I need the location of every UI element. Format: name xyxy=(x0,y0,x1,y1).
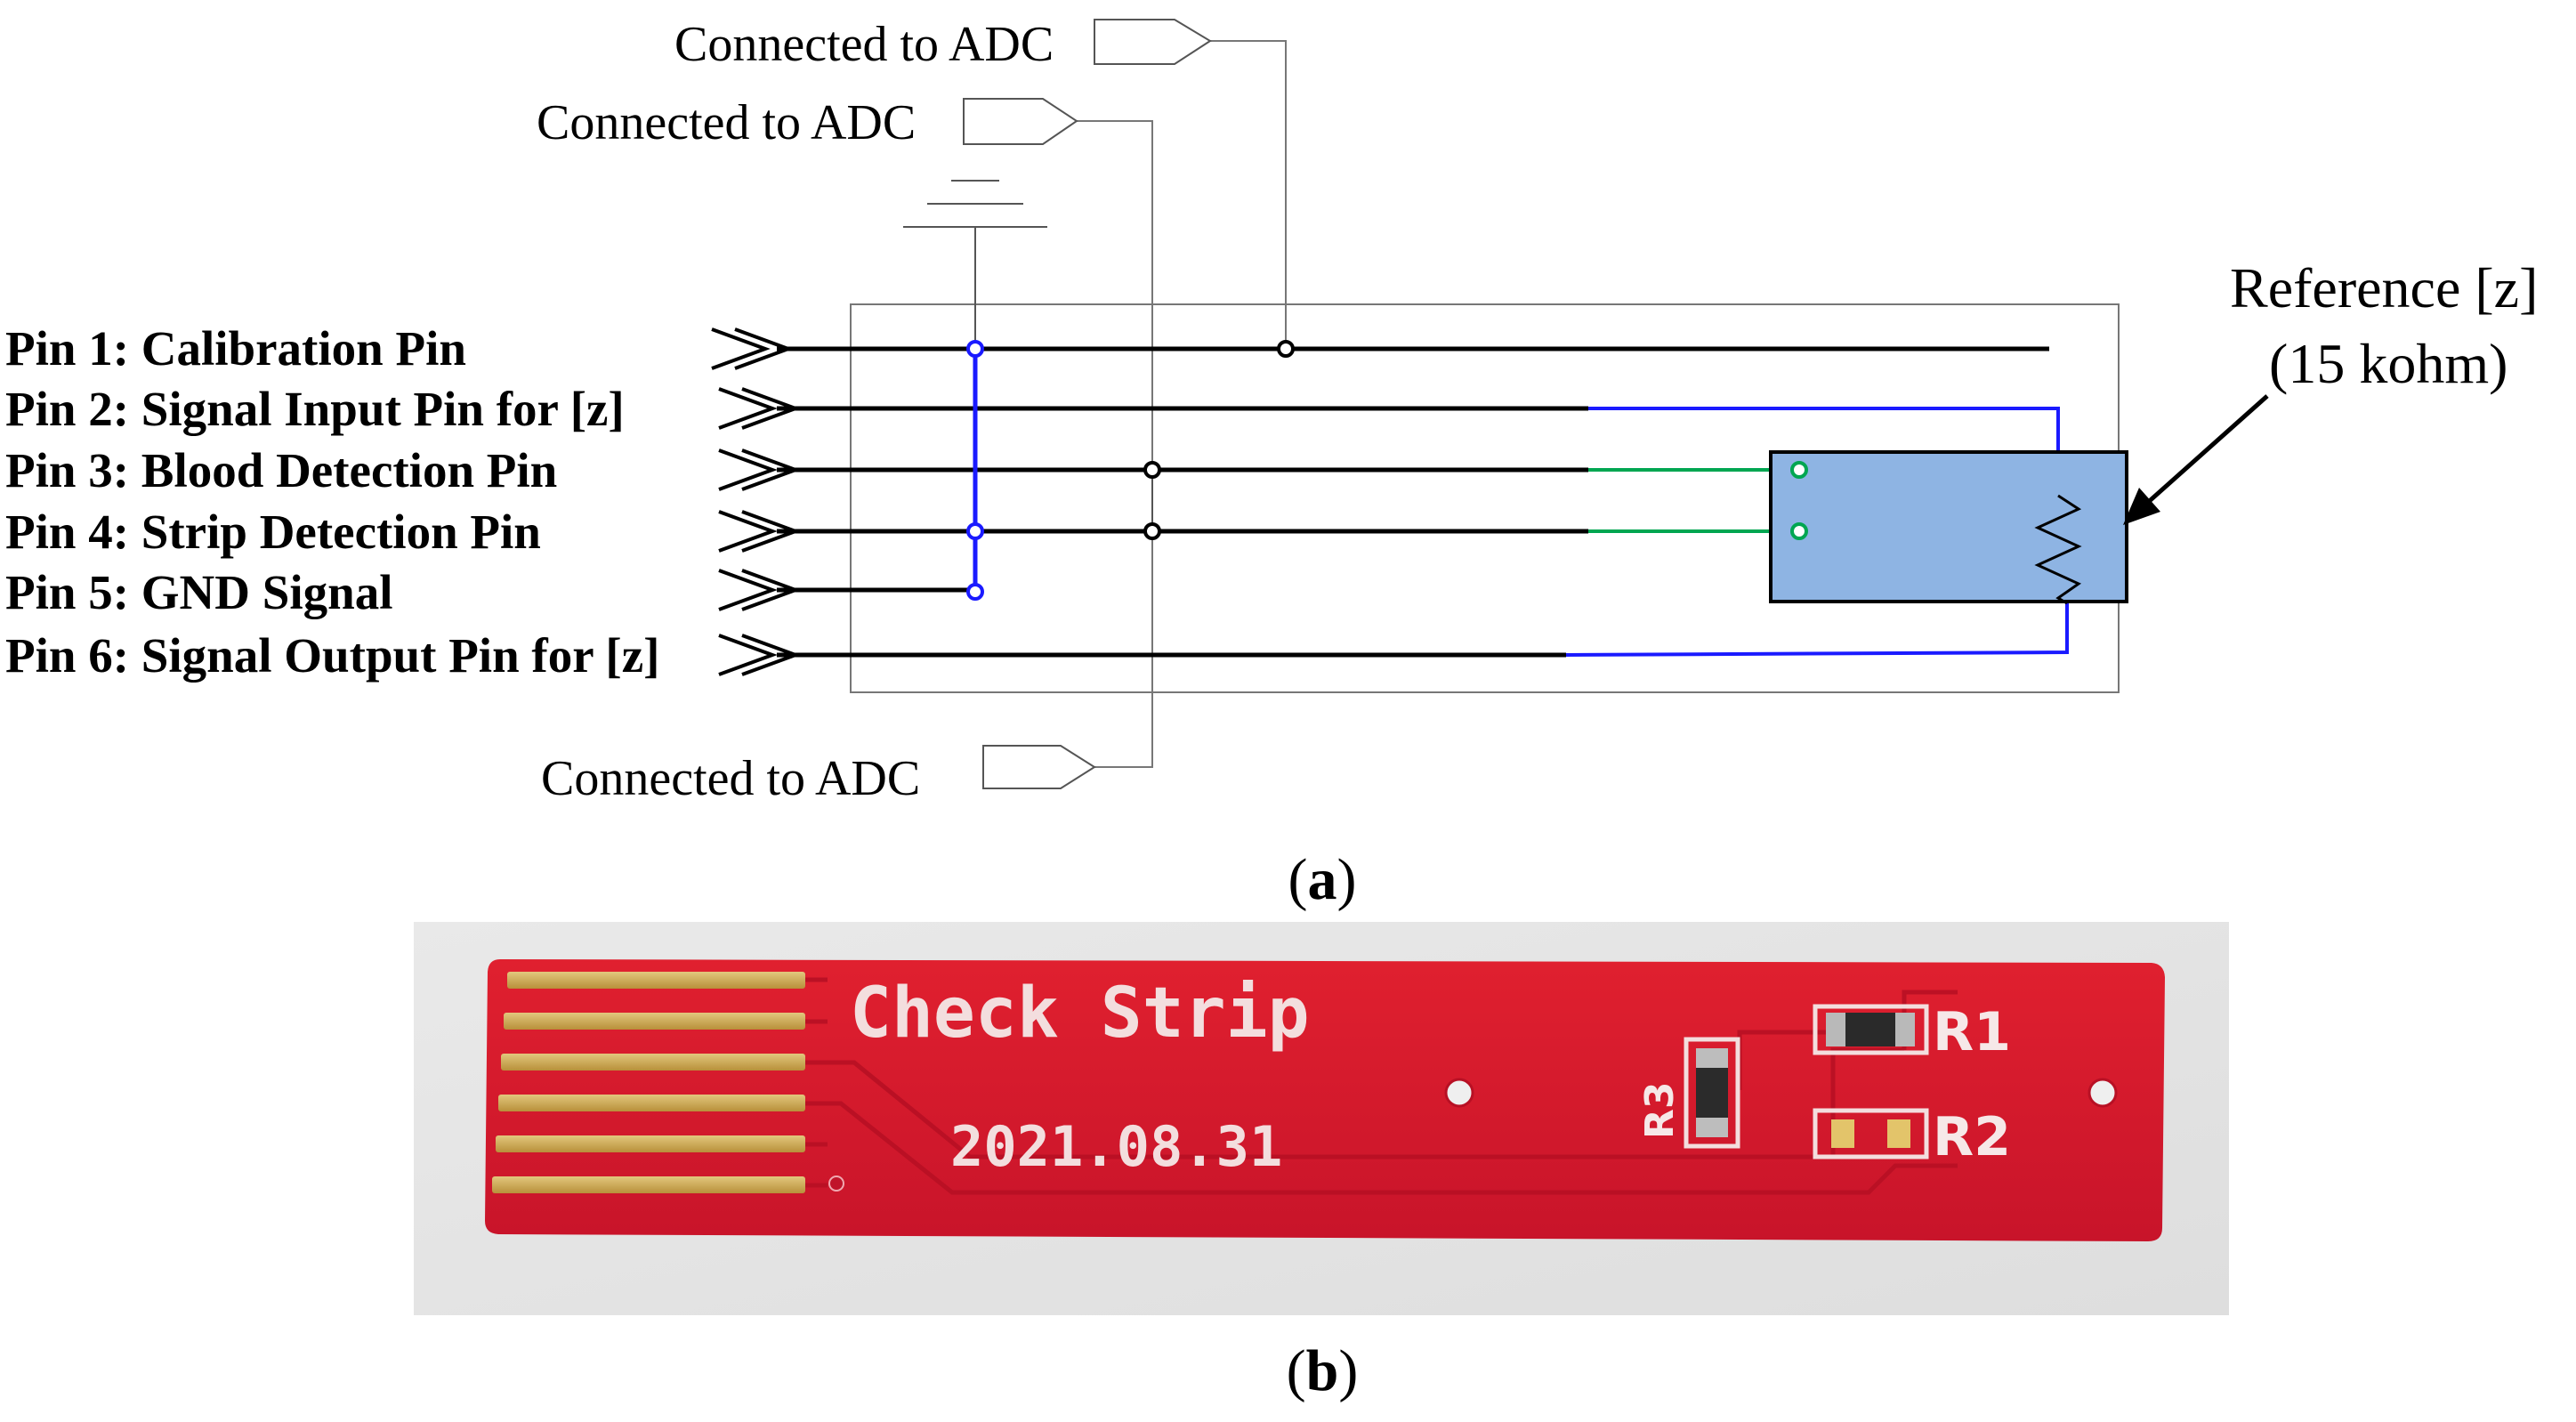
component-r2: R2 xyxy=(1813,1106,2011,1168)
gold-finger xyxy=(507,972,805,989)
label-r2: R2 xyxy=(1933,1106,2011,1168)
ground-symbol xyxy=(903,180,1047,347)
junction-dot xyxy=(1143,461,1161,479)
adc-label-1: Connected to ADC xyxy=(674,17,1054,72)
panel-label-a-letter: a xyxy=(1308,847,1337,912)
gold-finger xyxy=(498,1095,805,1111)
component-r3: R3 xyxy=(1637,1037,1740,1149)
adc-wires xyxy=(1077,40,1287,768)
junction-dot xyxy=(1790,461,1808,479)
schematic-panel: Connected to ADC Connected to ADC Connec… xyxy=(5,17,2538,912)
detection-net xyxy=(1588,468,1799,533)
pin-connector-icon xyxy=(711,327,794,370)
pin-connector-icon xyxy=(718,569,801,611)
resistor-symbol xyxy=(2034,494,2082,605)
junctions xyxy=(966,340,1808,601)
pin-label-3: Pin 3: Blood Detection Pin xyxy=(5,443,557,497)
pin-label-2: Pin 2: Signal Input Pin for [z] xyxy=(5,382,625,436)
pin-connectors xyxy=(711,327,801,676)
adc-label-2: Connected to ADC xyxy=(537,95,916,150)
junction-dot xyxy=(966,583,984,601)
gold-fingers xyxy=(492,972,805,1193)
label-r3: R3 xyxy=(1637,1082,1683,1140)
junction-dot xyxy=(1277,340,1295,358)
adc-label-3: Connected to ADC xyxy=(541,751,920,806)
junction-dot xyxy=(1790,522,1808,540)
signal-wires xyxy=(777,346,2049,658)
mounting-hole xyxy=(1444,1078,1474,1108)
adc-tag-2 xyxy=(963,98,1078,145)
pin-connector-icon xyxy=(718,510,801,553)
reference-label: Reference [z] xyxy=(2230,256,2538,319)
junction-dot xyxy=(966,522,984,540)
panel-label-a: (a) xyxy=(1288,847,1357,912)
junction-dot xyxy=(1143,522,1161,540)
reference-value-label: (15 kohm) xyxy=(2269,332,2507,395)
strip-date: 2021.08.31 xyxy=(950,1114,1282,1179)
panel-label-b-close: ) xyxy=(1338,1338,1358,1403)
panel-label-b-open: ( xyxy=(1287,1338,1306,1403)
panel-label-a-close: ) xyxy=(1337,847,1357,912)
adc-tag-1 xyxy=(1094,19,1212,65)
photo-panel: Check Strip 2021.08.31 R3 R1 R2 (b) xyxy=(414,922,2229,1403)
junction-dot xyxy=(966,340,984,358)
gold-finger xyxy=(504,1013,805,1030)
gold-finger xyxy=(496,1135,805,1152)
pin-connector-icon xyxy=(718,634,801,676)
pin-label-1: Pin 1: Calibration Pin xyxy=(5,321,466,376)
pcb-strip xyxy=(485,959,2165,1241)
pin-connector-icon xyxy=(718,448,801,491)
via xyxy=(828,1176,844,1192)
gold-finger xyxy=(492,1176,805,1193)
reference-arrow xyxy=(2123,394,2269,525)
adc-tag-3 xyxy=(982,745,1096,789)
panel-label-b-letter: b xyxy=(1306,1338,1339,1403)
gold-finger xyxy=(501,1054,805,1071)
component-r1: R1 xyxy=(1813,1001,2011,1063)
pin-label-5: Pin 5: GND Signal xyxy=(5,565,393,619)
strip-title: Check Strip xyxy=(850,974,1310,1054)
pin-label-6: Pin 6: Signal Output Pin for [z] xyxy=(5,628,659,683)
reference-box xyxy=(1769,450,2128,603)
pin-connector-icon xyxy=(718,387,801,430)
label-r1: R1 xyxy=(1933,1001,2011,1063)
panel-label-a-open: ( xyxy=(1288,847,1308,912)
pin-label-4: Pin 4: Strip Detection Pin xyxy=(5,505,541,559)
adc-connector-tags xyxy=(963,19,1212,789)
mounting-hole xyxy=(2087,1078,2118,1108)
panel-label-b: (b) xyxy=(1287,1338,1359,1403)
